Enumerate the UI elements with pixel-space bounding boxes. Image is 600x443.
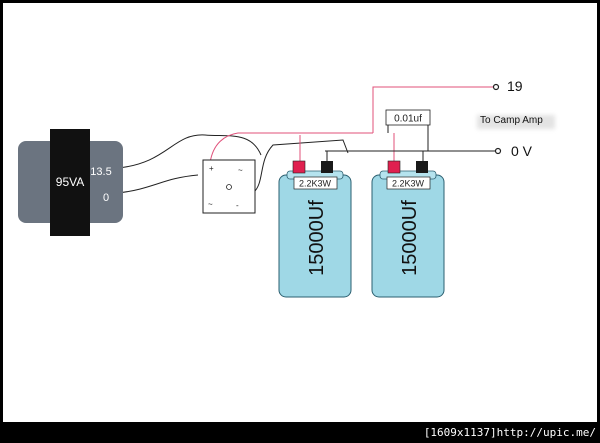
bridge-plus-label: + [209,164,214,173]
capacitor-1-terminal-positive [292,160,306,174]
output-positive-label: 19 [507,78,523,94]
destination-label-shadow [477,115,555,129]
output-positive-terminal [492,83,500,91]
transformer-tap-low: 0 [103,192,109,204]
output-ground-terminal [494,147,502,155]
capacitor-1-resistor-label: 2.2K3W [299,179,332,189]
output-ground: 0 V [494,143,533,159]
transformer: 95VA 13.5 0 [18,129,123,236]
output-positive: 19 [492,78,523,94]
bridge-ac-label-1: ~ [238,166,243,175]
small-capacitor-label: 0.01uf [394,114,422,125]
wire-transformer-high [117,134,262,169]
transformer-core [50,129,90,236]
wire-bridge-positive [209,132,373,164]
capacitor-2-resistor [386,176,431,190]
wire-transformer-low [117,174,199,194]
small-capacitor-box [385,109,431,126]
bridge-center-mark [226,184,232,190]
output-ground-label: 0 V [511,143,533,159]
transformer-rating: 95VA [56,175,84,189]
capacitor-1: 2.2K3W 15000Uf [278,160,352,298]
capacitor-2-terminal-negative [416,161,428,173]
capacitor-2-value: 15000Uf [399,200,421,276]
diagram-canvas: 95VA 13.5 0 + - ~ ~ 2.2K3W 15 [3,3,597,422]
circuit-diagram: 95VA 13.5 0 + - ~ ~ 2.2K3W 15 [18,78,555,298]
wire-bridge-negative [252,139,349,194]
capacitor-1-resistor [293,176,338,190]
capacitor-2: 2.2K3W 15000Uf [371,160,445,298]
capacitor-2-terminal-positive [387,160,401,174]
watermark: [1609x1137]http://upic.me/ [423,426,596,439]
destination-label: To Camp Amp [480,115,543,126]
bridge-rectifier: + - ~ ~ [202,159,256,214]
small-capacitor: 0.01uf [385,109,431,126]
transformer-tap-high: 13.5 [90,166,111,178]
bridge-body [202,159,256,214]
bridge-minus-label: - [236,201,239,210]
capacitor-1-terminal-negative [321,161,333,173]
capacitor-2-resistor-label: 2.2K3W [392,179,425,189]
capacitor-1-value: 15000Uf [306,200,328,276]
wire-positive-bus [372,86,494,133]
bridge-ac-label-2: ~ [208,200,213,209]
